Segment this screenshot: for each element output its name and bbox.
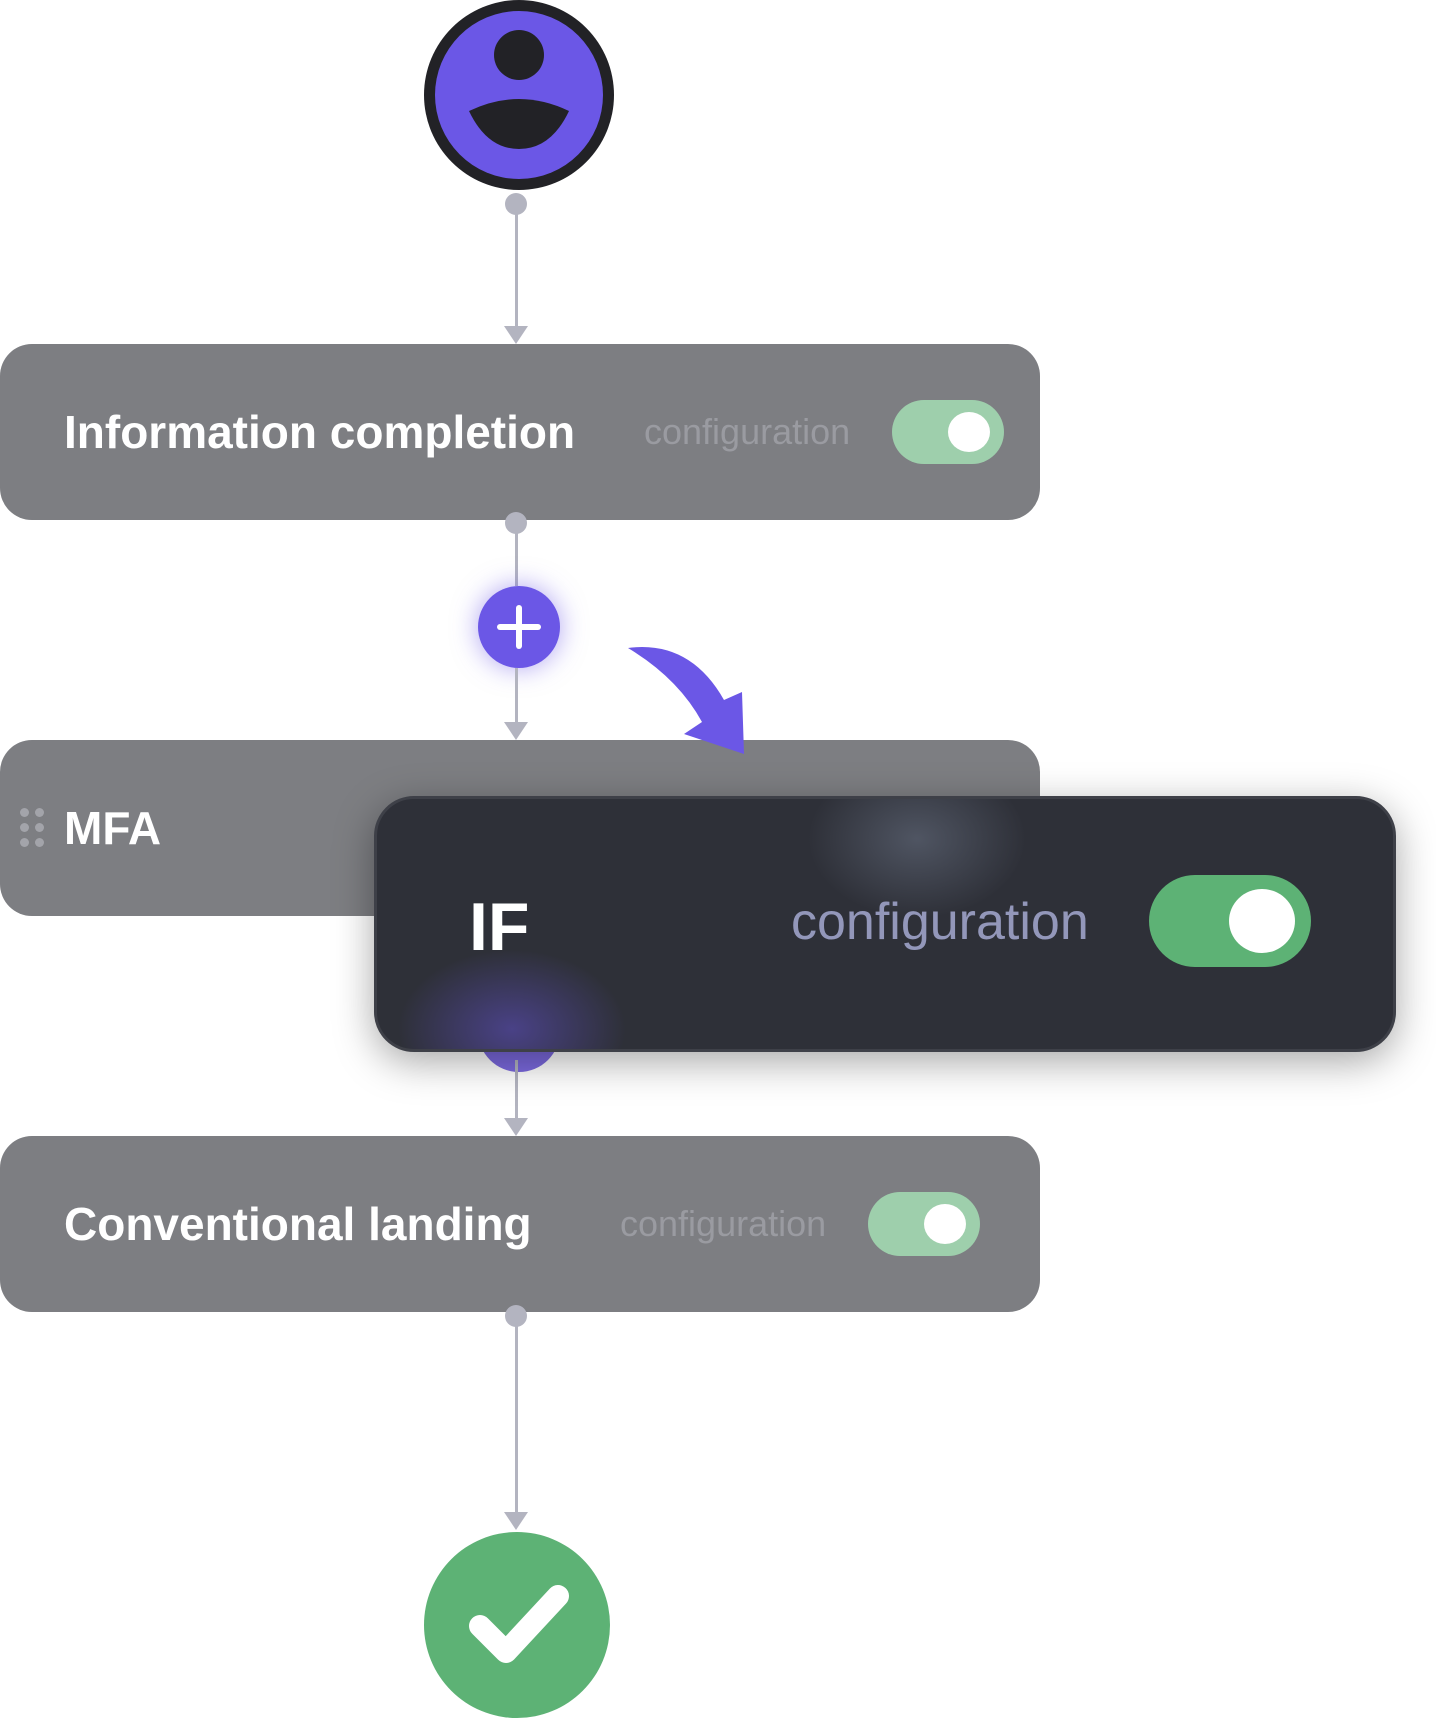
configuration-link[interactable]: configuration [620,1203,827,1244]
glow-effect [397,949,627,1049]
user-icon [469,30,569,149]
connector-dot [505,1305,527,1327]
connector-line [515,1320,518,1512]
toggle-knob [924,1204,966,1244]
drag-handle-icon[interactable] [20,808,46,852]
plus-icon [497,605,541,649]
step-toggle[interactable] [892,400,1004,464]
connector-dot [505,193,527,215]
connector-arrowhead [504,326,528,344]
step-toggle[interactable] [1149,875,1311,967]
step-title: Conventional landing [64,1198,532,1250]
step-card-information-completion[interactable]: Information completion configuration [0,344,1040,520]
step-title: Information completion [64,406,576,458]
connector-line [515,1060,518,1120]
check-icon [469,1585,569,1663]
step-toggle[interactable] [868,1192,980,1256]
curved-arrow-icon [628,647,744,754]
connector-line [515,668,518,722]
step-card-conventional-landing[interactable]: Conventional landing configuration [0,1136,1040,1312]
glow-effect [807,799,1027,919]
end-node [424,1532,610,1718]
connector-line [515,522,518,586]
dragged-step-card-if[interactable]: IF configuration [374,796,1396,1052]
add-step-button[interactable] [478,586,560,668]
toggle-knob [1229,889,1295,953]
configuration-link[interactable]: configuration [791,893,1089,951]
toggle-knob [948,412,990,452]
connector-arrowhead [504,1512,528,1530]
configuration-link[interactable]: configuration [644,411,851,452]
connector-arrowhead [504,722,528,740]
start-node [424,0,614,190]
step-title: MFA [64,802,162,854]
connector-line [515,210,518,328]
step-title: IF [469,889,530,965]
connector-arrowhead [504,1118,528,1136]
